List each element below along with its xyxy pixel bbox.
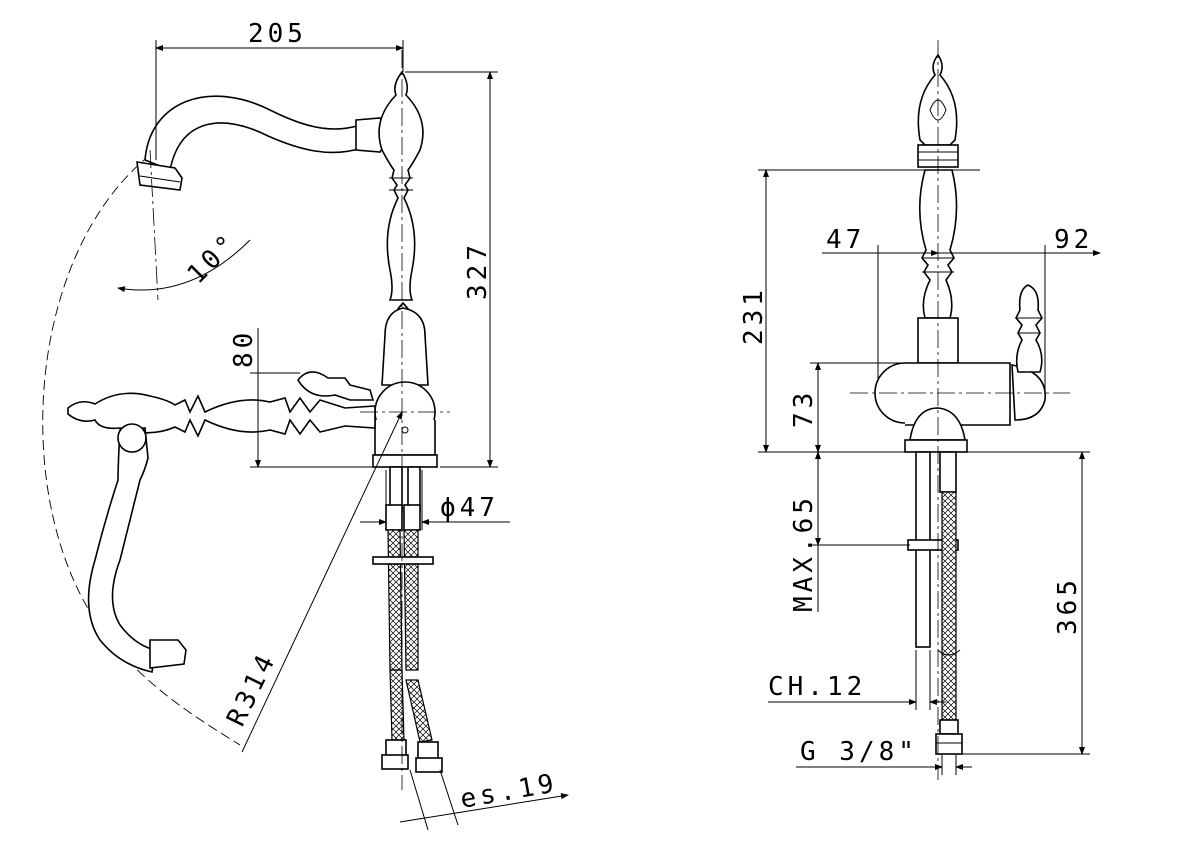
dim-spout-height: 231 — [739, 169, 1090, 453]
dim-wrench-size-label: es.19 — [458, 768, 560, 815]
dim-body-height-label: 73 — [789, 389, 819, 428]
dim-left-offset-label: 47 — [826, 225, 865, 255]
mixer-body — [874, 362, 1046, 453]
front-view: 231 47 92 73 MAX.65 — [739, 40, 1101, 780]
dim-rod-size: CH.12 — [768, 650, 946, 710]
dim-max-deck-label: MAX.65 — [789, 494, 819, 612]
dim-right-offset-label: 92 — [1054, 225, 1093, 255]
dim-wrench-size: es.19 — [399, 768, 569, 831]
dim-body-diameter-label: ϕ47 — [440, 493, 499, 523]
lever-handle — [67, 371, 376, 438]
dim-body-diameter: ϕ47 — [360, 470, 510, 530]
supply-hoses — [372, 466, 443, 773]
dim-handle-height-label: 80 — [229, 329, 259, 368]
side-lever — [1015, 284, 1043, 373]
dim-hose-length: 365 — [962, 451, 1090, 755]
column-body — [372, 70, 438, 468]
side-view: 205 327 80 10° R314 — [42, 19, 569, 831]
spout-swung — [87, 423, 187, 673]
dim-spout-reach: 205 — [155, 19, 404, 160]
spout — [136, 95, 387, 191]
swing-arc — [42, 154, 241, 746]
mounting-rod-and-hose — [907, 451, 963, 755]
dim-max-deck: MAX.65 — [789, 451, 910, 612]
dim-rod-size-label: CH.12 — [768, 672, 866, 702]
dim-right-offset: 92 — [938, 225, 1101, 400]
dim-body-height: 73 — [789, 362, 905, 453]
dim-spout-reach-label: 205 — [248, 19, 307, 49]
dim-total-height-label: 327 — [463, 241, 493, 300]
dim-thread: G 3/8" — [796, 737, 972, 775]
dim-hose-length-label: 365 — [1053, 576, 1083, 635]
dim-thread-label: G 3/8" — [800, 737, 918, 767]
dim-spout-height-label: 231 — [739, 286, 769, 345]
dim-left-offset: 47 — [822, 225, 939, 380]
dim-spout-angle: 10° — [117, 227, 251, 293]
dim-swing-radius-label: R314 — [221, 647, 282, 731]
dim-total-height: 327 — [405, 71, 498, 468]
dim-handle-height: 80 — [229, 328, 373, 468]
